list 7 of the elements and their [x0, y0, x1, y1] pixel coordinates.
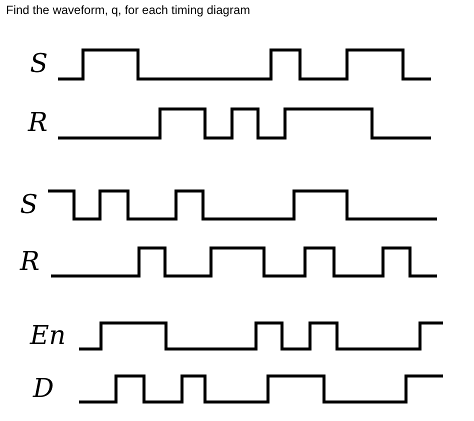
- signal-name: R: [28, 110, 48, 136]
- signal-name: En: [30, 323, 66, 349]
- signal-name: S: [30, 51, 48, 77]
- signal-name: D: [33, 376, 54, 402]
- signal-name: S: [20, 192, 38, 218]
- instruction-text: Find the waveform, q, for each timing diagram: [6, 3, 250, 17]
- signal-name: R: [20, 249, 40, 275]
